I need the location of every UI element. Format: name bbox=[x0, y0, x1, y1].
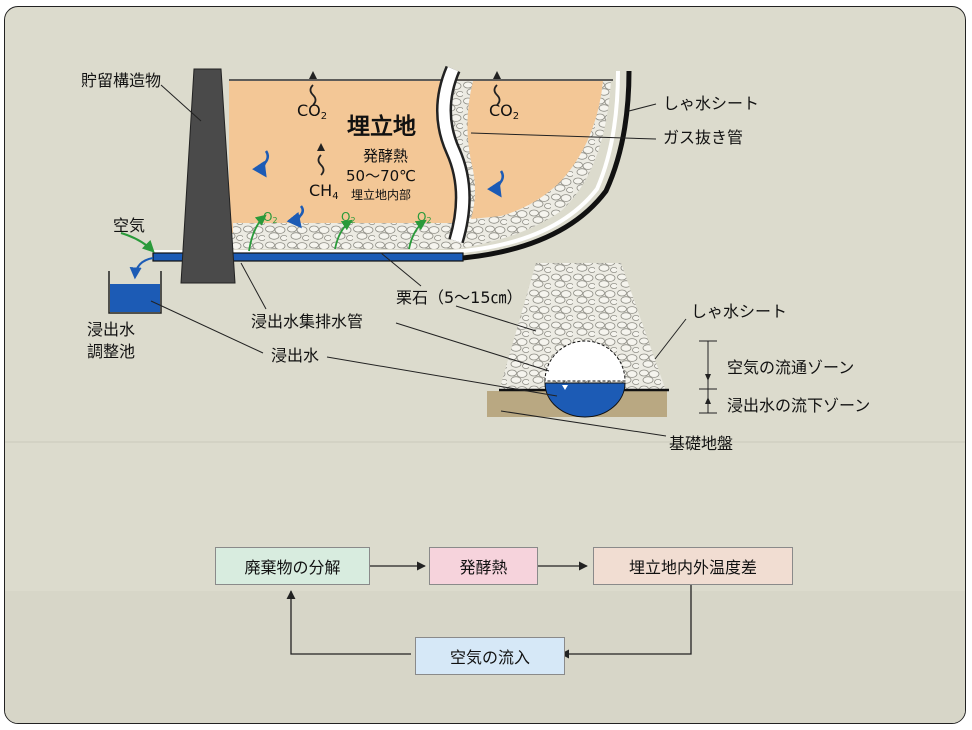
ch4-label: CH4 bbox=[309, 181, 339, 202]
detail-pipe-air bbox=[544, 340, 626, 382]
air-label: 空気 bbox=[113, 216, 145, 235]
gravel-leader-b bbox=[455, 305, 537, 332]
drip-arrow-1 bbox=[252, 150, 269, 178]
adjust-pond-water bbox=[110, 284, 160, 312]
gravel-leader-a bbox=[380, 252, 422, 287]
gas-vent-leader bbox=[470, 132, 657, 140]
storage-structure-label: 貯留構造物 bbox=[81, 71, 161, 90]
drip-arrow-2 bbox=[286, 205, 304, 229]
flow-box-decomposition: 廃棄物の分解 bbox=[215, 547, 370, 585]
fermentation-heat-label: 発酵熱 bbox=[363, 147, 408, 165]
o2-label-2: O2 bbox=[341, 210, 356, 225]
gas-vent-label: ガス抜き管 bbox=[663, 128, 743, 147]
detail-pipe-water bbox=[544, 382, 626, 418]
air-zone-label: 空気の流通ゾーン bbox=[727, 358, 854, 377]
co2-arrow-right bbox=[493, 84, 501, 106]
adjust-pond-label-1: 浸出水 bbox=[87, 320, 135, 339]
gas-vent-pipe bbox=[438, 66, 469, 243]
waste-body-right bbox=[467, 81, 603, 219]
leachate-zone-label: 浸出水の流下ゾーン bbox=[727, 396, 870, 415]
diagram-frame: CO2 CO2 CH4 O2 O2 O2 埋立地 発酵熱 50～70℃ 埋立地内… bbox=[4, 6, 966, 724]
water-level-mark bbox=[562, 385, 568, 390]
water-sheet-label-top: しゃ水シート bbox=[663, 94, 759, 113]
water-sheet-white bbox=[153, 70, 620, 254]
flow-arrow-4 bbox=[286, 590, 411, 655]
air-in-arrow bbox=[120, 232, 155, 253]
co2-label-right: CO2 bbox=[489, 101, 519, 122]
o2-label-1: O2 bbox=[263, 210, 278, 225]
leachate-label: 浸出水 bbox=[271, 346, 319, 365]
storage-structure-leader bbox=[160, 84, 202, 122]
water-sheet-detail-leader bbox=[654, 318, 687, 360]
leachate-pipe-leader-a bbox=[240, 262, 267, 310]
foundation-leader bbox=[500, 410, 667, 437]
gravel-bottom bbox=[233, 223, 468, 247]
leachate-out-arrow bbox=[129, 257, 154, 280]
waste-body bbox=[229, 81, 465, 233]
inside-landfill-label: 埋立地内部 bbox=[351, 187, 411, 202]
water-sheet-top-leader bbox=[628, 103, 657, 112]
leachate-pipe bbox=[152, 252, 464, 262]
landfill-diagram: CO2 CO2 CH4 O2 O2 O2 埋立地 発酵熱 50～70℃ 埋立地内… bbox=[5, 65, 965, 723]
flow-arrow-3 bbox=[560, 585, 692, 659]
leachate-leader-a bbox=[150, 300, 264, 354]
foundation-label: 基礎地盤 bbox=[669, 434, 733, 453]
adjust-pond-wall bbox=[108, 271, 162, 314]
storage-structure bbox=[180, 68, 236, 284]
co2-label-left: CO2 bbox=[297, 101, 327, 122]
flow-box-temp-diff: 埋立地内外温度差 bbox=[593, 547, 793, 585]
water-sheet-liner bbox=[153, 70, 632, 262]
o2-arrow-3 bbox=[408, 219, 427, 250]
temperature-range: 50～70℃ bbox=[346, 167, 416, 185]
ch4-arrow bbox=[317, 154, 325, 176]
drip-arrow-3 bbox=[487, 170, 504, 198]
flow-box-air-inflow: 空気の流入 bbox=[415, 637, 565, 675]
o2-arrow-2 bbox=[334, 219, 353, 250]
flow-box-heat: 発酵熱 bbox=[429, 547, 538, 585]
co2-arrow-left bbox=[309, 84, 317, 106]
leachate-pipe-leader-b bbox=[395, 322, 550, 372]
detail-gravel bbox=[499, 263, 666, 391]
adjust-pond-label-2: 調整池 bbox=[87, 342, 135, 361]
leachate-pipe-label: 浸出水集排水管 bbox=[251, 312, 363, 331]
gravel-label: 栗石（5～15㎝） bbox=[396, 288, 523, 307]
leachate-leader-b bbox=[326, 356, 558, 397]
o2-arrow-1 bbox=[248, 214, 267, 252]
o2-label-3: O2 bbox=[417, 210, 432, 225]
landfill-label: 埋立地 bbox=[347, 113, 416, 140]
water-sheet-label-detail: しゃ水シート bbox=[691, 302, 787, 321]
